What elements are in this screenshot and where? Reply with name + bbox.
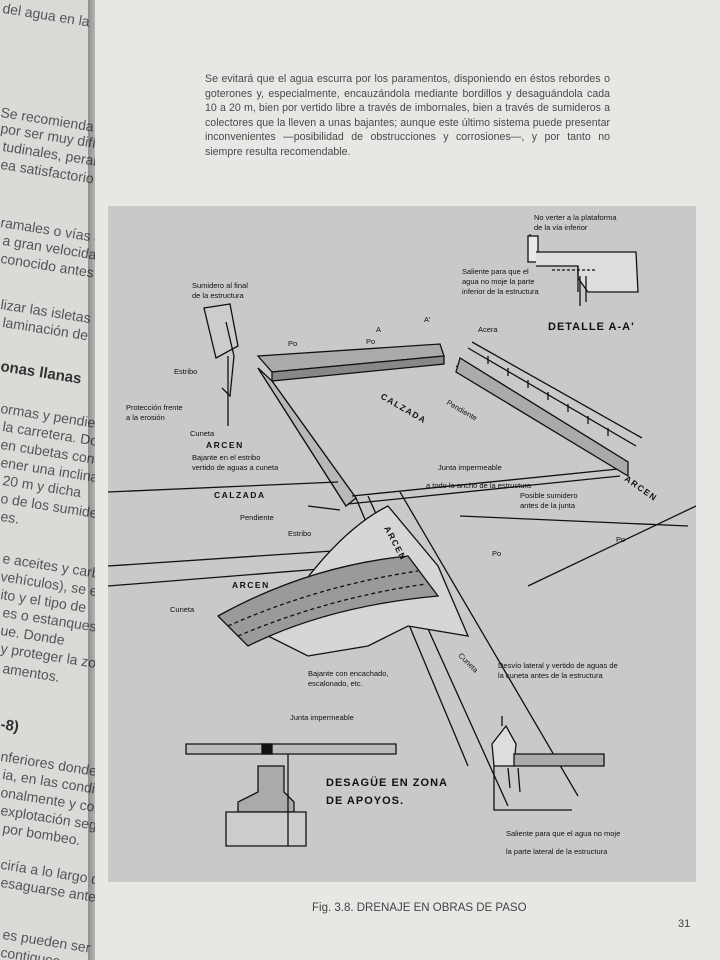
- label-sumidero-final-2: de la estructura: [192, 291, 245, 300]
- label-saliente-bottom-1: Saliente para que el agua no moje: [506, 829, 620, 838]
- label-posible-sumidero-1: Posible sumidero: [520, 491, 578, 500]
- label-calzada-lower: CALZADA: [214, 490, 266, 500]
- left-page-fragment: -8): [0, 716, 21, 736]
- label-p0-1: Po: [288, 339, 297, 348]
- label-bajante-encachado-1: Bajante con encachado,: [308, 669, 388, 678]
- label-p0-3: Po: [492, 549, 501, 558]
- label-detalle: DETALLE A-A': [548, 321, 635, 333]
- label-junta-ancho: a todo lo ancho de la estructura: [426, 481, 532, 490]
- label-no-verter-2: de la vía inferior: [534, 223, 588, 232]
- label-bajante-encachado-2: escalonado, etc.: [308, 679, 363, 688]
- left-page-fragment: del agua en la: [1, 0, 91, 30]
- label-saliente-top-1: Saliente para que el: [462, 267, 529, 276]
- label-acera: Acera: [478, 325, 498, 334]
- label-junta-imp-bottom: Junta impermeable: [290, 713, 354, 722]
- label-arcen-2: ARCEN: [232, 580, 270, 590]
- label-desvio-1: Desvío lateral y vertido de aguas de: [498, 661, 618, 670]
- label-arcen-right: ARCEN: [623, 473, 660, 503]
- label-desvio-2: la cuneta antes de la estructura: [498, 671, 603, 680]
- label-pendiente-upper: Pendiente: [445, 398, 479, 423]
- label-a-prime: A': [424, 315, 431, 324]
- label-no-verter-1: No verter a la plataforma: [534, 213, 617, 222]
- label-bajante-estribo-2: vertido de aguas a cuneta: [192, 463, 279, 472]
- label-saliente-top-2: agua no moje la parte: [462, 277, 535, 286]
- label-calzada-upper: CALZADA: [379, 391, 429, 425]
- label-saliente-bottom-2: la parte lateral de la estructura: [506, 847, 608, 856]
- label-p0-2: Po: [366, 337, 375, 346]
- intro-paragraph: Se evitará que el agua escurra por los p…: [205, 73, 610, 158]
- page-number: 31: [678, 918, 691, 930]
- figure-drawing: No verter a la plataforma de la vía infe…: [108, 206, 696, 882]
- figure-caption: Fig. 3.8. DRENAJE EN OBRAS DE PASO: [312, 902, 527, 914]
- label-junta-imp: Junta impermeable: [438, 463, 502, 472]
- label-posible-sumidero-2: antes de la junta: [520, 501, 576, 510]
- label-estribo-1: Estribo: [174, 367, 197, 376]
- label-proteccion-1: Protección frente: [126, 403, 183, 412]
- label-p0-4: Po: [616, 535, 625, 544]
- label-desague-1: DESAGÜE EN ZONA: [326, 776, 448, 789]
- label-saliente-top-3: inferior de la estructura: [462, 287, 540, 296]
- label-pendiente-lower: Pendiente: [240, 513, 274, 522]
- label-desague-2: DE APOYOS.: [326, 795, 404, 807]
- left-page-fragment: onas llanas: [0, 358, 83, 388]
- label-cuneta-diag: Cuneta: [457, 651, 481, 675]
- bridge-drainage-diagram: No verter a la plataforma de la vía infe…: [108, 213, 696, 856]
- label-cuneta-2: Cuneta: [170, 605, 195, 614]
- label-bajante-estribo-1: Bajante en el estribo: [192, 453, 260, 462]
- label-estribo-2: Estribo: [288, 529, 311, 538]
- label-proteccion-2: a la erosión: [126, 413, 165, 422]
- label-arcen-1: ARCEN: [206, 440, 244, 450]
- label-sumidero-final-1: Sumidero al final: [192, 281, 248, 290]
- left-page-fragment: es.: [0, 508, 21, 527]
- label-a: A: [376, 325, 381, 334]
- label-cuneta-1: Cuneta: [190, 429, 215, 438]
